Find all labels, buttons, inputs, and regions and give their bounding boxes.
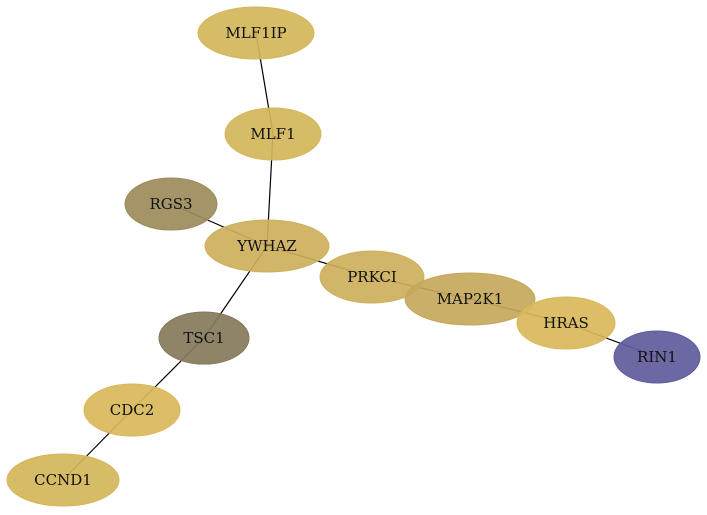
node-ellipse[interactable]	[613, 330, 701, 384]
node-ellipse[interactable]	[158, 311, 250, 365]
node-rin1[interactable]: RIN1	[613, 330, 701, 384]
node-ellipse[interactable]	[197, 6, 315, 60]
node-label: HRAS	[543, 314, 588, 332]
node-label: CCND1	[34, 471, 92, 489]
node-label: MLF1IP	[225, 24, 286, 42]
node-ywhaz[interactable]: YWHAZ	[204, 219, 330, 273]
node-prkci[interactable]: PRKCI	[319, 250, 425, 304]
node-label: RGS3	[149, 195, 192, 213]
node-ccnd1[interactable]: CCND1	[6, 453, 120, 507]
node-map2k1[interactable]: MAP2K1	[404, 272, 536, 326]
node-hras[interactable]: HRAS	[516, 296, 616, 350]
node-ellipse[interactable]	[404, 272, 536, 326]
node-ellipse[interactable]	[204, 219, 330, 273]
node-ellipse[interactable]	[224, 107, 322, 161]
node-mlf1[interactable]: MLF1	[224, 107, 322, 161]
node-label: PRKCI	[347, 268, 397, 286]
node-ellipse[interactable]	[83, 383, 181, 437]
node-label: MLF1	[250, 125, 295, 143]
node-label: TSC1	[183, 329, 224, 347]
node-ellipse[interactable]	[6, 453, 120, 507]
node-label: CDC2	[110, 401, 155, 419]
node-ellipse[interactable]	[516, 296, 616, 350]
node-label: YWHAZ	[236, 237, 297, 255]
node-label: MAP2K1	[437, 290, 504, 308]
node-ellipse[interactable]	[124, 177, 218, 231]
node-label: RIN1	[637, 348, 677, 366]
node-ellipse[interactable]	[319, 250, 425, 304]
node-mlf1ip[interactable]: MLF1IP	[197, 6, 315, 60]
node-rgs3[interactable]: RGS3	[124, 177, 218, 231]
node-tsc1[interactable]: TSC1	[158, 311, 250, 365]
node-cdc2[interactable]: CDC2	[83, 383, 181, 437]
